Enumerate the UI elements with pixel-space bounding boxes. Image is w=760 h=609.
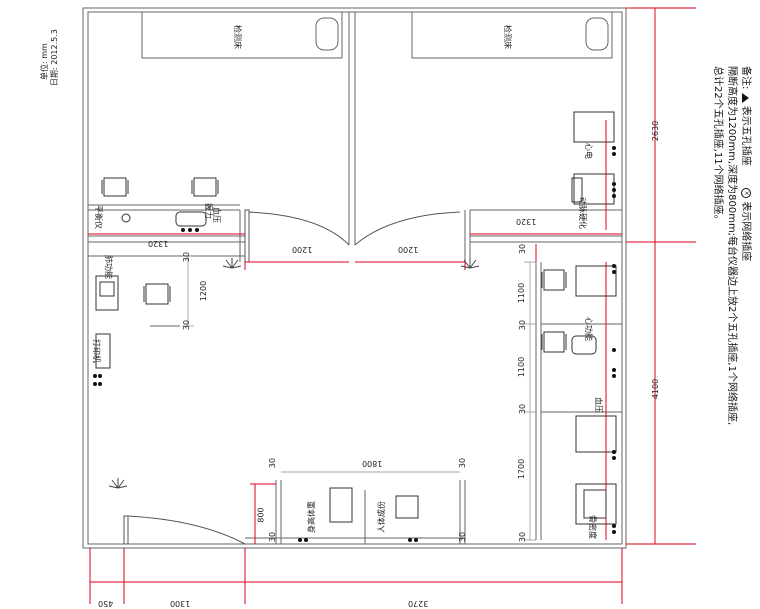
doors [123, 209, 461, 545]
dim-2630: 2630 [651, 120, 661, 142]
dim-1200-left: 1200 [292, 245, 313, 254]
dim-1800: 1800 [362, 459, 383, 468]
network-socket-icon: × [741, 188, 751, 199]
dim-30-a: 30 [182, 251, 192, 263]
dim-1200-v: 1200 [199, 280, 209, 302]
equipment-left [95, 177, 219, 369]
notes-line3: 总计22个五孔插座,11个网络插座。 [712, 66, 723, 225]
notes-block: 备注: 表示五孔插座 × 表示网络插座 隔断高度为1200mm,深度为800mm… [710, 66, 752, 506]
dimension-guides [182, 255, 536, 541]
dim-4100: 4100 [651, 378, 661, 400]
bed-left-label: 检测床 [233, 25, 242, 49]
bed-left [141, 11, 343, 59]
dim-30-c: 30 [518, 243, 528, 255]
date-label: 日期: 2012.5.3 [50, 29, 59, 86]
socket-markers [93, 146, 616, 542]
height-weight-label: 身高体重 [307, 501, 316, 533]
heart-ecg-label: 心电 [584, 143, 593, 159]
dimension-lines [88, 7, 696, 604]
dim-1320-top: 1320 [148, 239, 169, 248]
plants [108, 258, 480, 489]
five-hole-socket-icon [742, 92, 750, 103]
dim-30-h: 30 [458, 457, 468, 469]
balance-label: 平衡仪 [94, 205, 103, 229]
bed-right-label: 检测床 [503, 25, 512, 49]
dim-450: 450 [98, 599, 114, 608]
bp-left-label: 血压 [212, 207, 221, 223]
dim-30-b: 30 [182, 319, 192, 331]
dim-30-i: 30 [268, 531, 278, 543]
dim-1320-right: 1320 [516, 217, 537, 226]
printer-label: 打印机 [92, 339, 101, 363]
notes-five-hole: 表示五孔插座 [740, 105, 751, 166]
bed-right [411, 11, 613, 59]
dim-30-f: 30 [518, 531, 528, 543]
dim-30-j: 30 [458, 531, 468, 543]
dim-1300: 1300 [170, 599, 191, 608]
dim-1700: 1700 [517, 458, 527, 480]
dim-30-g: 30 [268, 457, 278, 469]
bp-right-label: 血压 [594, 397, 603, 413]
dim-800: 800 [256, 507, 266, 523]
notes-prefix: 备注: [740, 66, 751, 90]
bone-label: 骨密度 [588, 515, 597, 539]
dim-30-d: 30 [518, 319, 528, 331]
pulse-label: 动脉硬化 [578, 197, 587, 229]
lung-label: 肺功能 [104, 255, 113, 279]
notes-line2: 隔断高度为1200mm,深度为800mm;每台仪器边上放2个五孔插座,1个网络插… [726, 66, 737, 426]
dim-3270: 3270 [408, 599, 429, 608]
dim-1200-right: 1200 [398, 245, 419, 254]
outer-walls [82, 7, 627, 549]
dim-1100-b: 1100 [517, 356, 527, 378]
heart-func-label: 心功能 [584, 317, 593, 341]
dim-30-e: 30 [518, 403, 528, 415]
dim-1100-a: 1100 [517, 282, 527, 304]
notes-network: 表示网络插座 [740, 201, 751, 262]
equipment-right [329, 111, 617, 525]
unit-label: 单位: mm [40, 43, 49, 80]
body-comp-label: 人体成份 [377, 501, 386, 533]
